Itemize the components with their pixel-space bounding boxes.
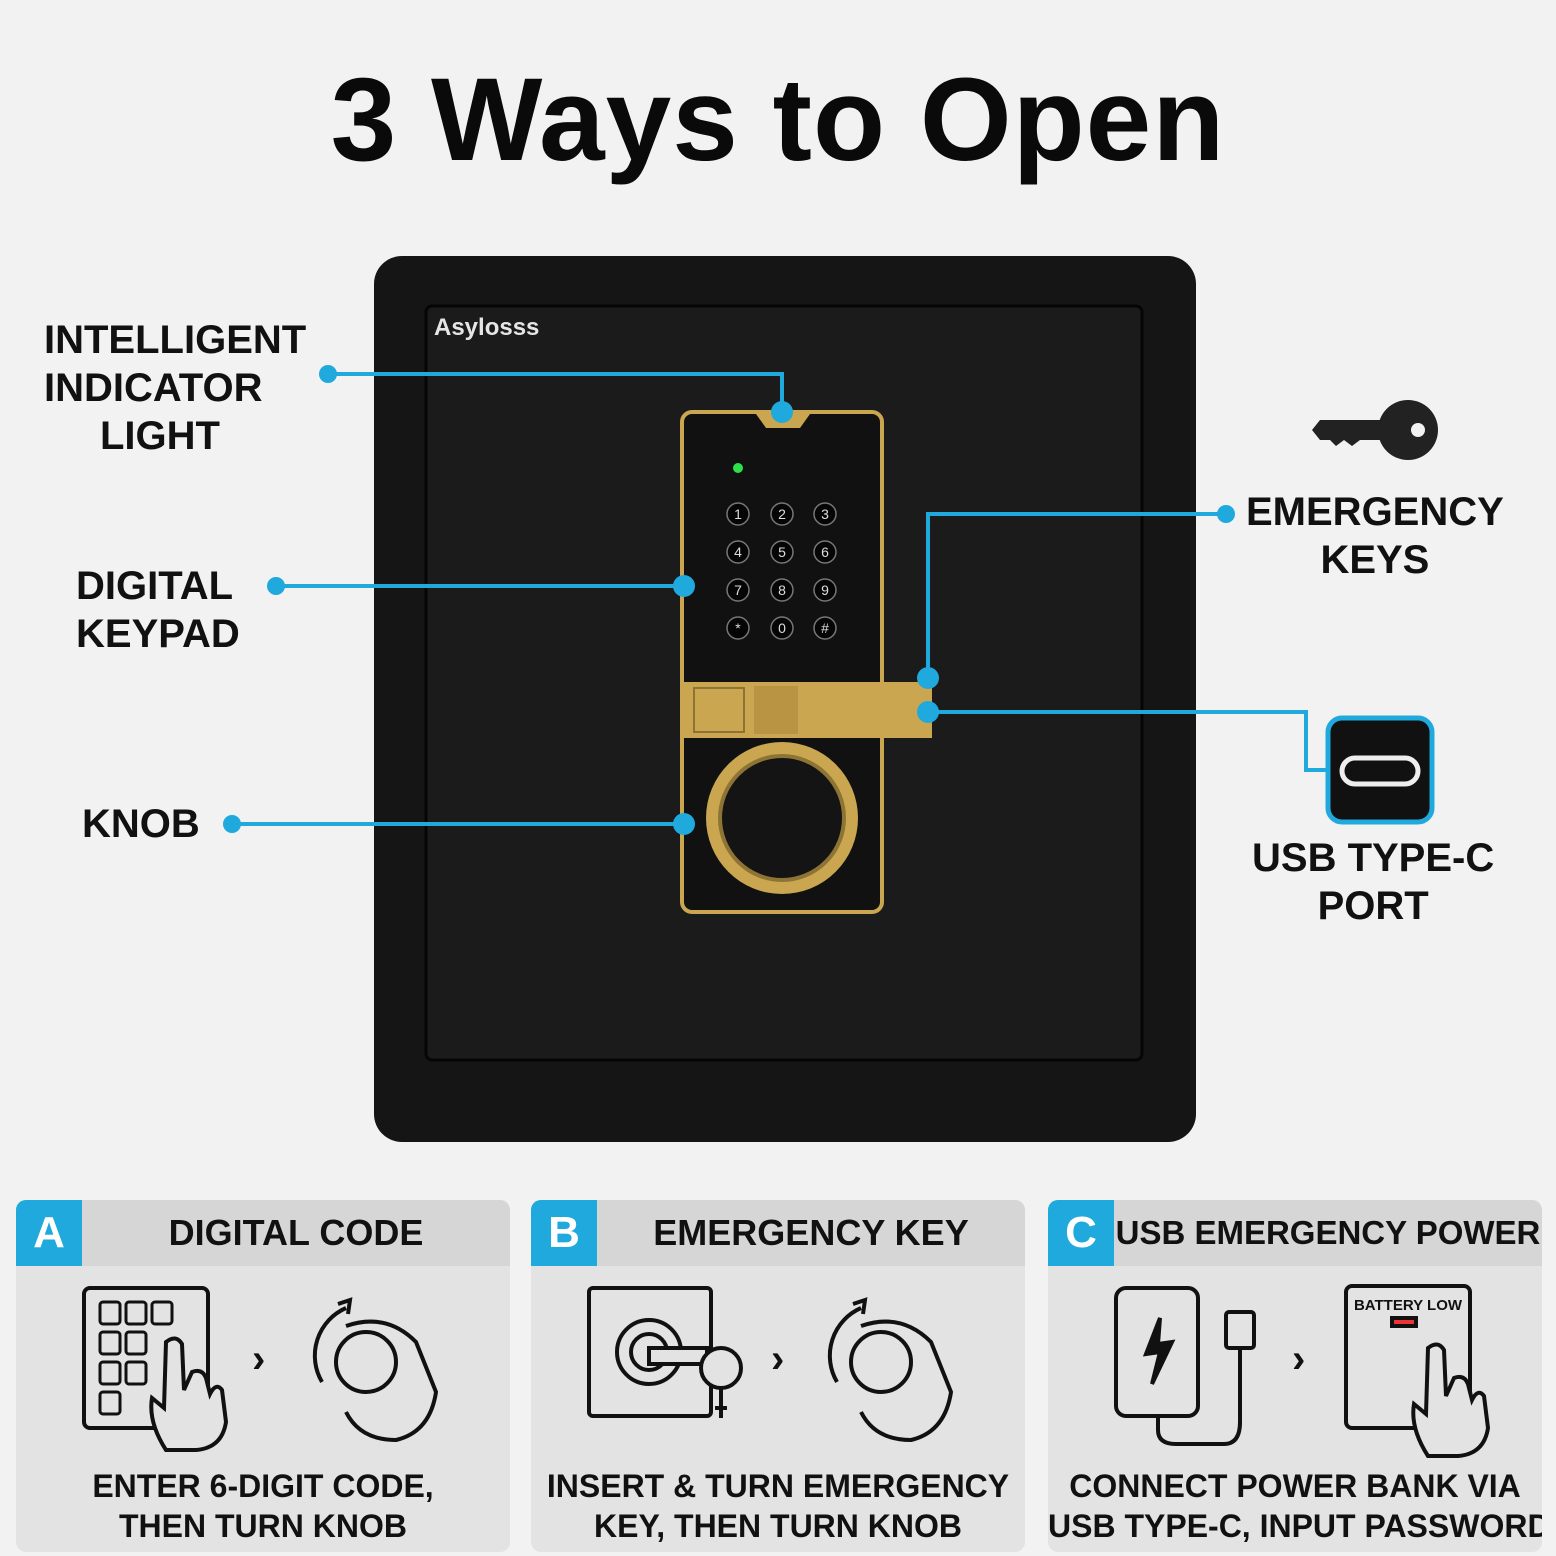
panel-title: EMERGENCY KEY (653, 1212, 969, 1253)
knob-turn-icon (827, 1297, 954, 1443)
page-title: 3 Ways to Open (330, 54, 1226, 186)
keypad-key-label: 2 (778, 506, 786, 522)
latch-bar (682, 682, 932, 738)
panel-desc: CONNECT POWER BANK VIA USB TYPE-C, INPUT… (1048, 1468, 1542, 1544)
keypad-key-label: 3 (821, 506, 829, 522)
panel-emergency-key: B EMERGENCY KEY › INSERT & TURN EMERGENC… (531, 1200, 1025, 1552)
keypad-key[interactable] (813, 578, 837, 602)
keypad-key-label: 0 (778, 620, 786, 636)
label-emergency-keys: EMERGENCY KEYS (1246, 490, 1504, 582)
keypad-icon (82, 1286, 210, 1430)
keypad-key[interactable] (726, 502, 750, 526)
usb-c-port-icon (1325, 715, 1435, 825)
power-bank-icon (1114, 1286, 1200, 1418)
usb-cable-icon (1156, 1348, 1242, 1446)
panel-title: DIGITAL CODE (168, 1212, 424, 1253)
keypad-key-label: 4 (734, 544, 742, 560)
knob-turn-icon (312, 1297, 439, 1443)
panel-title: USB EMERGENCY POWER (1115, 1214, 1541, 1251)
panel-letter: B (531, 1200, 597, 1266)
keypad-key[interactable] (770, 540, 794, 564)
panel-letter: C (1048, 1200, 1114, 1266)
keypad-key[interactable] (726, 540, 750, 564)
safe-illustration: 1 2 3 4 5 6 7 8 9 * 0 # (223, 256, 1438, 1142)
latch-slot (693, 687, 745, 733)
label-knob: KNOB (82, 802, 200, 846)
keypad-key-label: * (735, 620, 741, 636)
panel-letter: A (16, 1200, 82, 1266)
keypad-key-label: 9 (821, 582, 829, 598)
knob-center (718, 754, 846, 882)
key-icon (1312, 400, 1438, 460)
panel-desc: INSERT & TURN EMERGENCY KEY, THEN TURN K… (546, 1468, 1010, 1544)
keypad-key[interactable] (726, 578, 750, 602)
panel-a-art: › (82, 1286, 439, 1452)
emergency-key-cover (754, 686, 798, 734)
panel-desc: ENTER 6-DIGIT CODE, THEN TURN KNOB (92, 1468, 434, 1544)
label-keypad: DIGITAL KEYPAD (76, 564, 240, 656)
panel-b-art: › (587, 1286, 954, 1443)
panel-c-art: › BATTERY LOW (1114, 1284, 1491, 1458)
callout-line-usb (928, 710, 1330, 772)
keypad-key-label: 1 (734, 506, 742, 522)
keypad-keys: 1 2 3 4 5 6 7 8 9 * 0 # (726, 502, 837, 640)
indicator-led (733, 463, 743, 473)
chevron-right-icon: › (771, 1337, 784, 1381)
hand-press-icon (1411, 1342, 1491, 1458)
keypad-key-label: # (821, 620, 829, 636)
keypad-key-label: 5 (778, 544, 786, 560)
label-indicator: INTELLIGENT INDICATOR LIGHT (44, 318, 307, 458)
keypad-key-label: 8 (778, 582, 786, 598)
panel-digital-code: A DIGITAL CODE › ENTER 6-DIGIT CODE, THE… (16, 1200, 510, 1552)
chevron-right-icon: › (252, 1337, 265, 1381)
callout-line-keys (926, 512, 1226, 678)
keypad-key[interactable] (726, 616, 750, 640)
callout-line-indicator (328, 372, 784, 410)
keypad-key[interactable] (813, 616, 837, 640)
keypad-icon (1344, 1284, 1472, 1430)
keypad-key[interactable] (770, 616, 794, 640)
panel-usb-power: C USB EMERGENCY POWER › BATTERY LOW CONN… (1048, 1200, 1542, 1552)
keypad-key[interactable] (813, 502, 837, 526)
keypad-key[interactable] (770, 578, 794, 602)
key-icon (647, 1346, 743, 1418)
keypad-key-label: 7 (734, 582, 742, 598)
battery-low-text: BATTERY LOW (1354, 1297, 1463, 1314)
keypad-key[interactable] (770, 502, 794, 526)
brand-logo: Asylosss (434, 314, 540, 341)
keypad-key-label: 6 (821, 544, 829, 560)
chevron-right-icon: › (1292, 1337, 1305, 1381)
label-usb-port: USB TYPE-C PORT (1252, 836, 1495, 928)
keypad-key[interactable] (813, 540, 837, 564)
hand-press-icon (149, 1336, 229, 1452)
